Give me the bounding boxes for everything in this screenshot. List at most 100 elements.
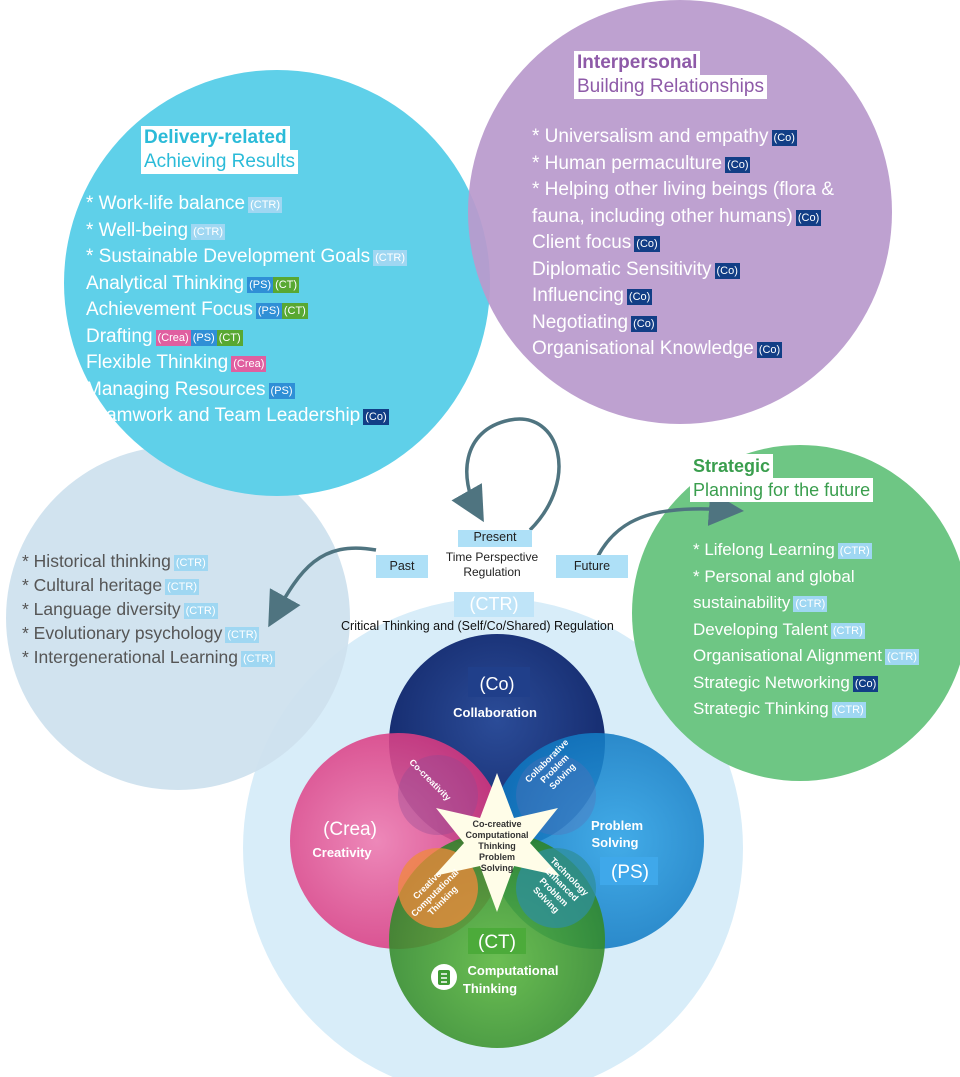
list-item-text: * Intergenerational Learning bbox=[22, 647, 238, 667]
list-item: Flexible Thinking(Crea) bbox=[86, 350, 407, 377]
list-item: * Evolutionary psychology(CTR) bbox=[22, 621, 275, 645]
competence-tag: (CTR) bbox=[225, 627, 260, 643]
time-perspective-box: Time Perspective Regulation bbox=[428, 547, 556, 586]
competence-tag: (PS) bbox=[268, 382, 295, 399]
list-item-text: Organisational Knowledge bbox=[532, 338, 754, 359]
competence-tag: (Co) bbox=[714, 262, 740, 279]
list-item: Achievement Focus(PS)(CT) bbox=[86, 297, 407, 324]
crea-code: (Crea) bbox=[323, 819, 377, 840]
list-item: Organisational Alignment(CTR) bbox=[693, 643, 919, 670]
list-item-text: * Lifelong Learning bbox=[693, 540, 835, 559]
list-item-text: Strategic Networking bbox=[693, 672, 850, 692]
list-item: Negotiating(Co) bbox=[532, 310, 834, 337]
competence-tag: (Co) bbox=[363, 409, 389, 425]
list-item-text: Teamwork and Team Leadership bbox=[86, 405, 361, 426]
competence-tag: (CTR) bbox=[191, 223, 226, 240]
future-box: Future bbox=[556, 555, 628, 578]
co-label: Collaboration bbox=[453, 705, 537, 720]
present-loop-arrow bbox=[451, 417, 561, 532]
list-item-text: * Human permaculture bbox=[532, 152, 723, 174]
list-item-text: Diplomatic Sensitivity bbox=[532, 258, 712, 280]
competence-tag: (CTR) bbox=[831, 702, 866, 718]
competence-tag: (Crea) bbox=[231, 356, 267, 372]
computational-thinking-icon bbox=[431, 964, 457, 990]
list-item: Analytical Thinking(PS)(CT) bbox=[86, 271, 407, 298]
list-item-text: fauna, including other humans) bbox=[532, 205, 793, 227]
interpersonal-list: * Universalism and empathy(Co)* Human pe… bbox=[532, 124, 834, 363]
list-item: Strategic Networking(Co) bbox=[693, 670, 919, 697]
center-line-1: Co-creative bbox=[472, 819, 521, 829]
present-box: Present bbox=[458, 530, 532, 547]
list-item: Managing Resources(PS) bbox=[86, 377, 407, 404]
ct-label-2: Thinking bbox=[463, 981, 517, 996]
delivery-title: Delivery-related bbox=[141, 126, 290, 150]
list-item-text: * Cultural heritage bbox=[22, 575, 163, 595]
competence-tag: (Co) bbox=[626, 289, 653, 305]
center-line-2: Computational bbox=[466, 830, 529, 840]
list-item-text: * Language diversity bbox=[22, 599, 181, 619]
competence-tag: (PS) bbox=[190, 329, 217, 346]
list-item: Strategic Thinking(CTR) bbox=[693, 696, 919, 723]
competence-tag: (Co) bbox=[631, 315, 657, 332]
past-list: * Historical thinking(CTR)* Cultural her… bbox=[22, 549, 275, 669]
list-item: * Cultural heritage(CTR) bbox=[22, 573, 275, 597]
list-item: Influencing(Co) bbox=[532, 283, 834, 310]
list-item: Teamwork and Team Leadership(Co) bbox=[86, 403, 407, 430]
competence-tag: (CTR) bbox=[793, 596, 828, 612]
list-item-text: sustainability bbox=[693, 593, 791, 612]
competence-tag: (CT) bbox=[216, 329, 243, 346]
list-item-text: * Evolutionary psychology bbox=[22, 623, 223, 643]
delivery-header: Delivery-related Achieving Results bbox=[141, 126, 299, 174]
strategic-header: Strategic Planning for the future bbox=[690, 454, 874, 502]
list-item-text: Analytical Thinking bbox=[86, 272, 245, 294]
list-item: * Lifelong Learning(CTR) bbox=[693, 537, 919, 564]
list-item: Diplomatic Sensitivity(Co) bbox=[532, 257, 834, 284]
ct-label-1: Computational bbox=[468, 963, 559, 978]
time-center-line-1: Time Perspective bbox=[445, 550, 539, 564]
list-item: fauna, including other humans)(Co) bbox=[532, 204, 834, 231]
competence-tag: (CTR) bbox=[241, 651, 275, 667]
competence-tag: (CTR) bbox=[830, 622, 865, 639]
time-center-line-2: Regulation bbox=[463, 565, 521, 579]
list-item-text: Influencing bbox=[532, 285, 624, 306]
list-item: Drafting(Crea)(PS)(CT) bbox=[86, 324, 407, 351]
competence-tag: (Co) bbox=[756, 342, 783, 358]
competence-tag: (CTR) bbox=[837, 543, 872, 559]
crea-label: Creativity bbox=[312, 845, 372, 860]
list-item-text: Client focus bbox=[532, 232, 632, 253]
strategic-subtitle: Planning for the future bbox=[690, 478, 874, 502]
future-arrow bbox=[596, 491, 744, 557]
delivery-list: * Work-life balance(CTR)* Well-being(CTR… bbox=[86, 191, 408, 430]
competence-tag: (CTR) bbox=[248, 197, 283, 213]
list-item: * Intergenerational Learning(CTR) bbox=[22, 645, 275, 669]
strategic-title: Strategic bbox=[690, 454, 774, 478]
list-item-text: * Historical thinking bbox=[22, 551, 171, 571]
competence-tag: (PS) bbox=[255, 303, 282, 319]
list-item-text: Managing Resources bbox=[86, 378, 266, 400]
list-item: sustainability(CTR) bbox=[693, 590, 919, 617]
competence-tag: (CTR) bbox=[885, 649, 919, 665]
competence-tag: (CTR) bbox=[165, 579, 200, 595]
competence-tag: (CTR) bbox=[173, 555, 208, 571]
list-item-text: Strategic Thinking bbox=[693, 699, 829, 718]
competence-tag: (CT) bbox=[281, 303, 308, 319]
past-circle bbox=[6, 446, 350, 790]
ctr-label: Critical Thinking and (Self/Co/Shared) R… bbox=[341, 619, 614, 633]
list-item: * Historical thinking(CTR) bbox=[22, 549, 275, 573]
list-item-text: Developing Talent bbox=[693, 619, 828, 639]
competence-tag: (Co) bbox=[852, 675, 879, 692]
past-arrow bbox=[268, 546, 377, 628]
competence-tag: (Co) bbox=[771, 130, 797, 146]
list-item: Client focus(Co) bbox=[532, 230, 834, 257]
list-item: * Language diversity(CTR) bbox=[22, 597, 275, 621]
interpersonal-circle bbox=[468, 0, 892, 424]
strategic-list: * Lifelong Learning(CTR)* Personal and g… bbox=[693, 537, 919, 723]
interpersonal-title: Interpersonal bbox=[574, 51, 701, 75]
interpersonal-subtitle: Building Relationships bbox=[574, 75, 767, 99]
competence-tag: (Co) bbox=[634, 236, 660, 252]
ps-code: (PS) bbox=[611, 862, 649, 883]
list-item: * Universalism and empathy(Co) bbox=[532, 124, 834, 151]
center-line-3: Thinking bbox=[478, 841, 516, 851]
list-item: * Work-life balance(CTR) bbox=[86, 191, 407, 218]
center-line-5: Solving bbox=[481, 863, 514, 873]
